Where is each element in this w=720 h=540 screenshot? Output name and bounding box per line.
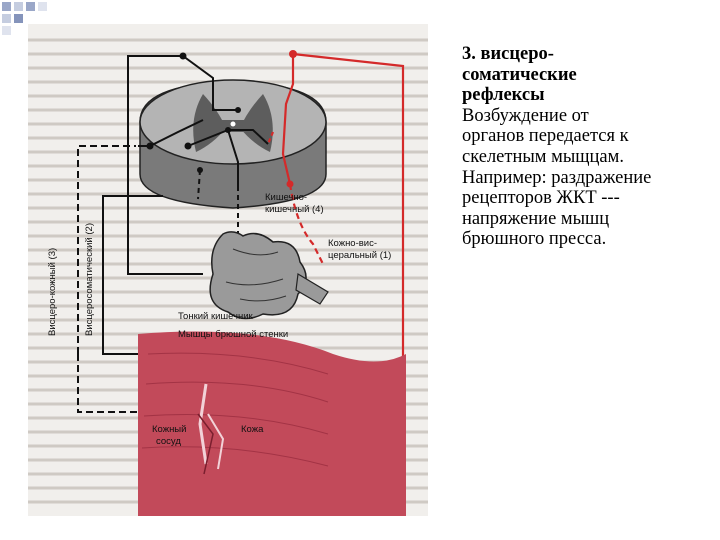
deco-square	[2, 2, 11, 11]
paragraph-line: Возбуждение от	[462, 106, 718, 127]
deco-square	[14, 14, 23, 23]
paragraph-line: Например: раздражение	[462, 168, 718, 189]
label-intestinal-reflex: Кишечно-	[265, 192, 307, 203]
label-viscero-somatic: Висцеросоматический (2)	[84, 223, 95, 336]
label-small-intestine: Тонкий кишечник	[178, 311, 254, 322]
label-abdominal-muscles: Мышцы брюшной стенки	[178, 329, 288, 340]
deco-square	[2, 26, 11, 35]
heading-line: 3. висцеро-	[462, 44, 718, 65]
label-cutaneous-visceral-2: церальный (1)	[328, 250, 391, 261]
paragraph-example: Например: раздражение рецепторов ЖКТ ---…	[462, 168, 718, 250]
paragraph-excitation: Возбуждение от органов передается к скел…	[462, 106, 718, 168]
red-synapse-dot	[289, 50, 297, 58]
paragraph-line: скелетным мыщцам.	[462, 147, 718, 168]
label-cutaneous-visceral: Кожно-вис-	[328, 238, 377, 249]
deco-square	[2, 14, 11, 23]
slide-text: 3. висцеро- соматические рефлексы Возбуж…	[462, 44, 718, 250]
paragraph-line: брюшного пресса.	[462, 229, 718, 250]
paragraph-line: органов передается к	[462, 126, 718, 147]
reflex-diagram: Кишечно- кишечный (4) Кожно-вис- церальн…	[28, 24, 428, 516]
paragraph-line: рецепторов ЖКТ ---	[462, 188, 718, 209]
deco-square	[38, 2, 47, 11]
slide-heading: 3. висцеро- соматические рефлексы	[462, 44, 718, 106]
label-viscero-cutaneous: Висцеро-кожный (3)	[47, 248, 58, 336]
label-intestinal-reflex-2: кишечный (4)	[265, 204, 324, 215]
reflex-diagram-svg: Кишечно- кишечный (4) Кожно-вис- церальн…	[28, 24, 428, 516]
label-skin: Кожа	[241, 424, 264, 435]
heading-line: рефлексы	[462, 85, 718, 106]
red-synapse-dot	[287, 181, 294, 188]
heading-line: соматические	[462, 65, 718, 86]
deco-square	[26, 2, 35, 11]
label-skin-vessel: Кожный	[152, 424, 186, 435]
paragraph-line: напряжение мышц	[462, 209, 718, 230]
deco-square	[14, 2, 23, 11]
label-skin-vessel-2: сосуд	[156, 436, 181, 447]
